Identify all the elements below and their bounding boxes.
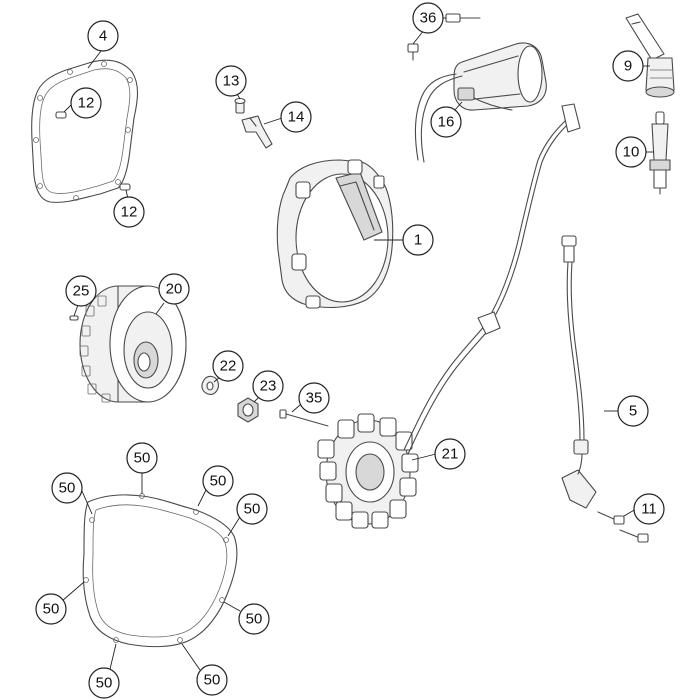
callout-50-bottom-right: 50 (196, 664, 228, 696)
svg-text:50: 50 (59, 480, 76, 497)
svg-text:9: 9 (624, 58, 632, 75)
callout-21: 21 (434, 438, 466, 470)
callout-20: 20 (158, 273, 190, 305)
svg-text:50: 50 (210, 473, 227, 490)
svg-text:13: 13 (223, 73, 240, 90)
callout-5: 5 (617, 395, 649, 427)
callout-11: 11 (633, 493, 665, 525)
upper-gasket-part (31, 50, 139, 203)
stator-cover-part (276, 159, 404, 309)
callout-4: 4 (87, 20, 119, 52)
callout-9: 9 (612, 50, 644, 82)
svg-text:16: 16 (438, 114, 455, 131)
woodruff-key-part (69, 304, 79, 321)
svg-text:22: 22 (220, 358, 237, 375)
callout-50-right: 50 (236, 493, 268, 525)
spark-plug-cap-part (625, 13, 675, 98)
svg-text:12: 12 (121, 204, 138, 221)
callout-16: 16 (430, 106, 462, 138)
svg-text:35: 35 (306, 390, 323, 407)
callout-23: 23 (252, 370, 284, 402)
flywheel-part (79, 285, 187, 403)
callout-12-lower: 12 (113, 196, 145, 228)
svg-text:25: 25 (73, 283, 90, 300)
svg-text:50: 50 (134, 450, 151, 467)
svg-text:14: 14 (288, 109, 305, 126)
callout-13: 13 (215, 65, 247, 97)
svg-text:11: 11 (641, 501, 657, 518)
svg-text:21: 21 (442, 446, 459, 463)
svg-text:12: 12 (78, 95, 95, 112)
svg-text:50: 50 (204, 672, 221, 689)
ignition-coil-part (407, 13, 547, 163)
callout-12-upper: 12 (70, 87, 102, 119)
callout-50-left: 50 (35, 593, 67, 625)
nut-part (237, 395, 261, 423)
lower-gasket-part (61, 472, 244, 671)
callout-36: 36 (412, 2, 444, 34)
stator-bolt-part (279, 404, 329, 427)
svg-text:36: 36 (420, 10, 437, 27)
svg-text:23: 23 (260, 378, 277, 395)
callout-50-right-bottom: 50 (238, 603, 270, 635)
sensor-screw-parts (597, 508, 649, 543)
svg-text:4: 4 (99, 28, 107, 45)
callout-14: 14 (280, 101, 312, 133)
spark-plug-part (645, 111, 671, 195)
svg-text:1: 1 (414, 232, 422, 249)
callout-1: 1 (402, 224, 434, 256)
callout-50-bottom-left: 50 (88, 667, 120, 699)
callout-22: 22 (212, 350, 244, 382)
svg-text:50: 50 (246, 611, 263, 628)
svg-text:5: 5 (629, 403, 637, 420)
stator-part (317, 103, 581, 529)
callout-25: 25 (65, 275, 97, 307)
callout-50-top: 50 (126, 442, 158, 474)
bracket-parts (234, 91, 283, 149)
svg-text:50: 50 (96, 675, 113, 692)
svg-text:10: 10 (623, 144, 640, 161)
callout-35: 35 (298, 382, 330, 414)
svg-text:20: 20 (166, 281, 183, 298)
callout-50-left-top: 50 (51, 472, 83, 504)
svg-text:50: 50 (244, 501, 261, 518)
sensor-cable-part (561, 235, 620, 509)
callout-50-top-right: 50 (202, 465, 234, 497)
svg-text:50: 50 (43, 601, 60, 618)
washer-part (201, 375, 221, 395)
callout-10: 10 (615, 136, 647, 168)
